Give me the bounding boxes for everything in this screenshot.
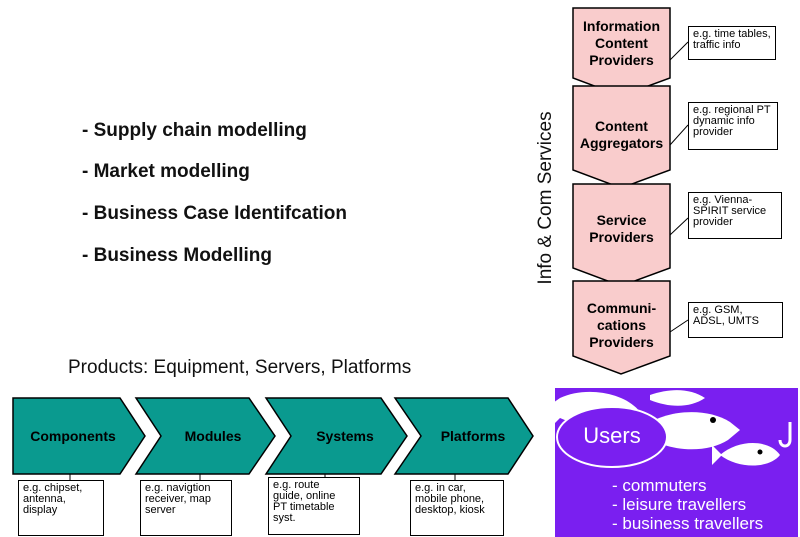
note-information-content: e.g. time tables, traffic info: [688, 26, 776, 60]
note-systems: e.g. route guide, online PT timetable sy…: [268, 477, 360, 535]
users-item-business: - business travellers: [612, 514, 764, 533]
users-item-leisure: - leisure travellers: [612, 495, 747, 514]
chevron-content-aggregators: [572, 85, 671, 189]
bullet-supply-chain: - Supply chain modelling: [82, 120, 307, 141]
label-content-aggregators: Content Aggregators: [579, 118, 664, 151]
arrow-platforms: [393, 397, 534, 475]
note-communications: e.g. GSM, ADSL, UMTS: [688, 302, 783, 338]
bullet-business-case: - Business Case Identifcation: [82, 203, 348, 224]
users-item-commuters: - commuters: [612, 476, 707, 495]
bullet-market: - Market modelling: [82, 161, 250, 182]
label-systems: Systems: [316, 428, 374, 444]
users-bubble: [556, 406, 668, 468]
label-information-content: Information Content Providers: [583, 18, 660, 68]
arrow-components: [12, 397, 146, 475]
arrow-systems: [264, 397, 408, 475]
label-components: Components: [30, 428, 116, 444]
label-platforms: Platforms: [440, 428, 506, 444]
label-communications: Communi- cations Providers: [586, 300, 657, 350]
note-service-providers: e.g. Vienna- SPIRIT service provider: [688, 192, 782, 239]
chevron-communications: [572, 280, 671, 375]
label-service-providers: Service Providers: [589, 212, 654, 245]
note-modules: e.g. navigtion receiver, map server: [140, 480, 232, 536]
note-components: e.g. chipset, antenna, display: [18, 480, 104, 536]
bullet-business-modelling: - Business Modelling: [82, 245, 273, 266]
users-title: Users: [583, 423, 641, 448]
users-list: - commuters - leisure travellers - busin…: [612, 476, 763, 533]
arrow-modules: [134, 397, 276, 475]
note-content-aggregators: e.g. regional PT dynamic info provider: [688, 102, 778, 150]
fish-icon-right: [712, 442, 780, 466]
note-platforms: e.g. in car, mobile phone, desktop, kios…: [410, 480, 504, 536]
fish-icon-top: [650, 390, 705, 406]
label-modules: Modules: [184, 428, 242, 444]
products-label: Products: Equipment, Servers, Platforms: [68, 357, 412, 378]
fish-hook-icon: [778, 422, 792, 448]
chevron-service-providers: [572, 183, 671, 287]
